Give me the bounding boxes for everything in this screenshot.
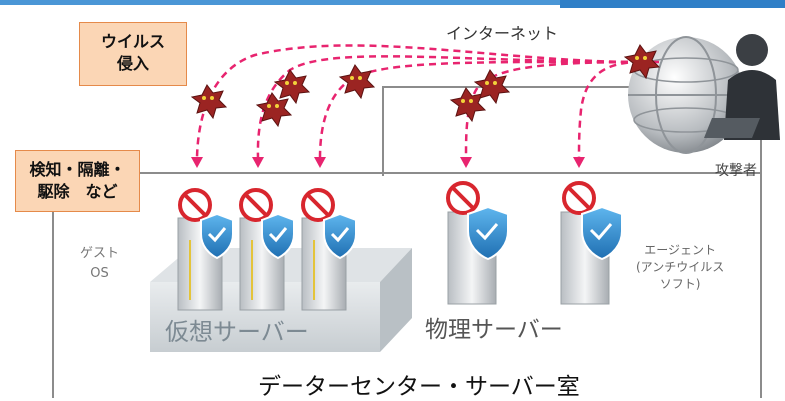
hacker-with-laptop-icon: [704, 34, 780, 140]
shield-checkmarks: [207, 223, 613, 243]
guest-os-label: ゲスト OS: [80, 246, 120, 281]
attack-arrows: [195, 44, 660, 159]
datacenter-label: データーセンター・サーバー室: [258, 374, 580, 400]
prohibition-sign-icon: [178, 181, 596, 222]
internet-label: インターネット: [446, 24, 559, 43]
detect-isolate-label: 検知・隔離・ 駆除 など: [15, 150, 140, 212]
arrowheads: [191, 157, 585, 168]
physical-server-label: 物理サーバー: [425, 317, 563, 343]
agent-label: エージェント (アンチウイルス ソフト): [636, 243, 725, 291]
top-accent-bar: [0, 0, 785, 5]
datacenter-boundary: [52, 172, 762, 398]
attacker-label: 攻撃者: [715, 163, 757, 179]
virtual-server-label: 仮想サーバー: [165, 318, 309, 346]
top-accent-bar-right: [560, 0, 785, 8]
virus-intrusion-label: ウイルス 侵入: [79, 22, 187, 86]
prohibition-slashes: [182, 185, 592, 218]
virus-eyes: [202, 56, 647, 108]
virus-creature-icon: [190, 44, 661, 128]
